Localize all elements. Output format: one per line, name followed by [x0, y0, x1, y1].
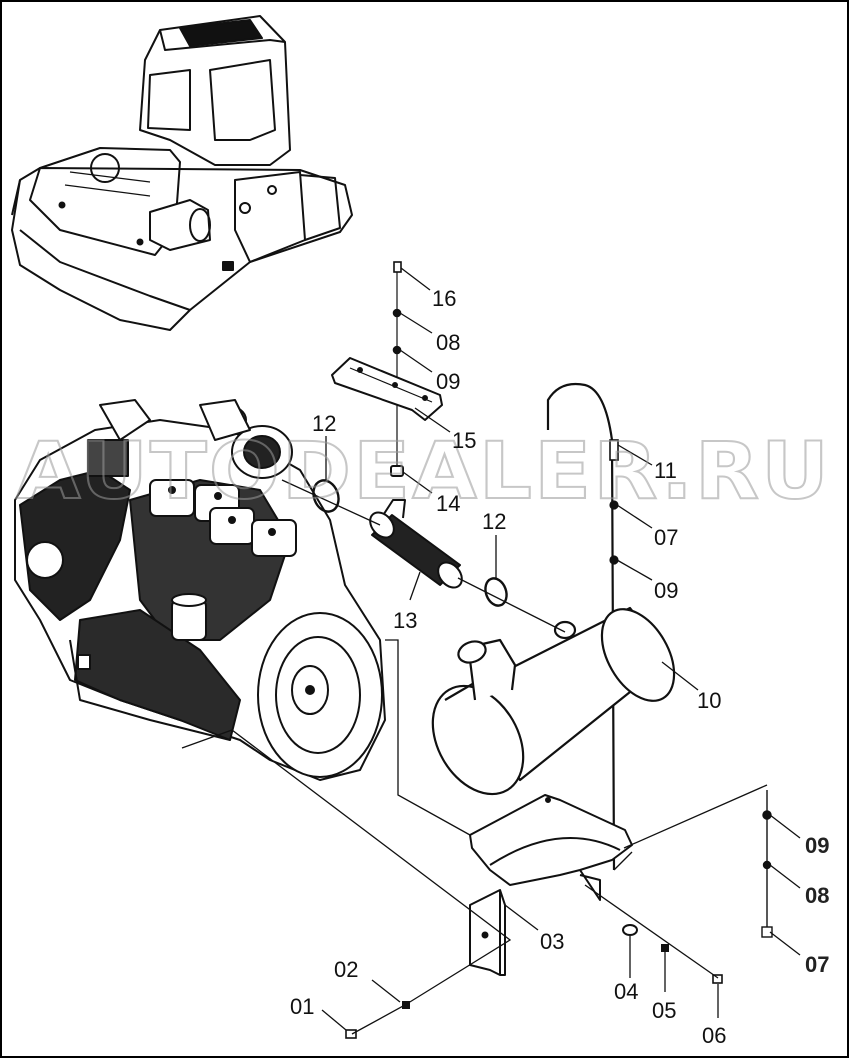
- assembly-lines: [181, 267, 801, 1035]
- part-11-strap: [546, 382, 619, 871]
- callout-14: 14: [436, 491, 460, 516]
- callout-03: 03: [540, 929, 564, 954]
- callout-13: 13: [393, 608, 417, 633]
- part-04-washer: [622, 924, 638, 936]
- part-16-bolt: [392, 261, 402, 470]
- callout-09-mid: 09: [654, 578, 678, 603]
- callout-05: 05: [652, 998, 676, 1023]
- callout-10: 10: [697, 688, 721, 713]
- callout-07: 07: [654, 525, 678, 550]
- callout-labels: 16 08 09 15 12 11 14 12 07 13 09 10 09 0…: [290, 286, 829, 1048]
- excavator-overview-illustration: [11, 15, 353, 331]
- part-15-heat-shield: [331, 357, 443, 421]
- part-12-clamp-left: [312, 479, 340, 513]
- part-10-muffler: [431, 606, 676, 796]
- callout-16: 16: [432, 286, 456, 311]
- callout-12-left: 12: [312, 411, 336, 436]
- part-12-clamp-right: [484, 577, 508, 607]
- callout-01: 01: [290, 994, 314, 1019]
- part-03-bracket: [469, 794, 633, 976]
- callout-04: 04: [614, 979, 638, 1004]
- callout-06: 06: [702, 1023, 726, 1048]
- part-06-bolt: [712, 974, 723, 984]
- engine-assembly-illustration: [14, 399, 386, 781]
- callout-07-right: 07: [805, 952, 829, 977]
- callout-11: 11: [654, 458, 677, 483]
- part-stack-right: [761, 790, 773, 938]
- part-13-flex-pipe: [369, 499, 463, 589]
- callout-08-right: 08: [805, 883, 829, 908]
- part-01-bolt: [345, 1029, 357, 1039]
- callout-15: 15: [452, 428, 476, 453]
- callout-09: 09: [436, 369, 460, 394]
- part-05-nut: [661, 944, 669, 952]
- callout-08: 08: [436, 330, 460, 355]
- watermark-text: AUTODEALER.RU: [16, 427, 831, 517]
- callout-12-right: 12: [482, 509, 506, 534]
- callout-02: 02: [334, 957, 358, 982]
- callout-09-right: 09: [805, 833, 829, 858]
- part-14-nut: [390, 465, 404, 477]
